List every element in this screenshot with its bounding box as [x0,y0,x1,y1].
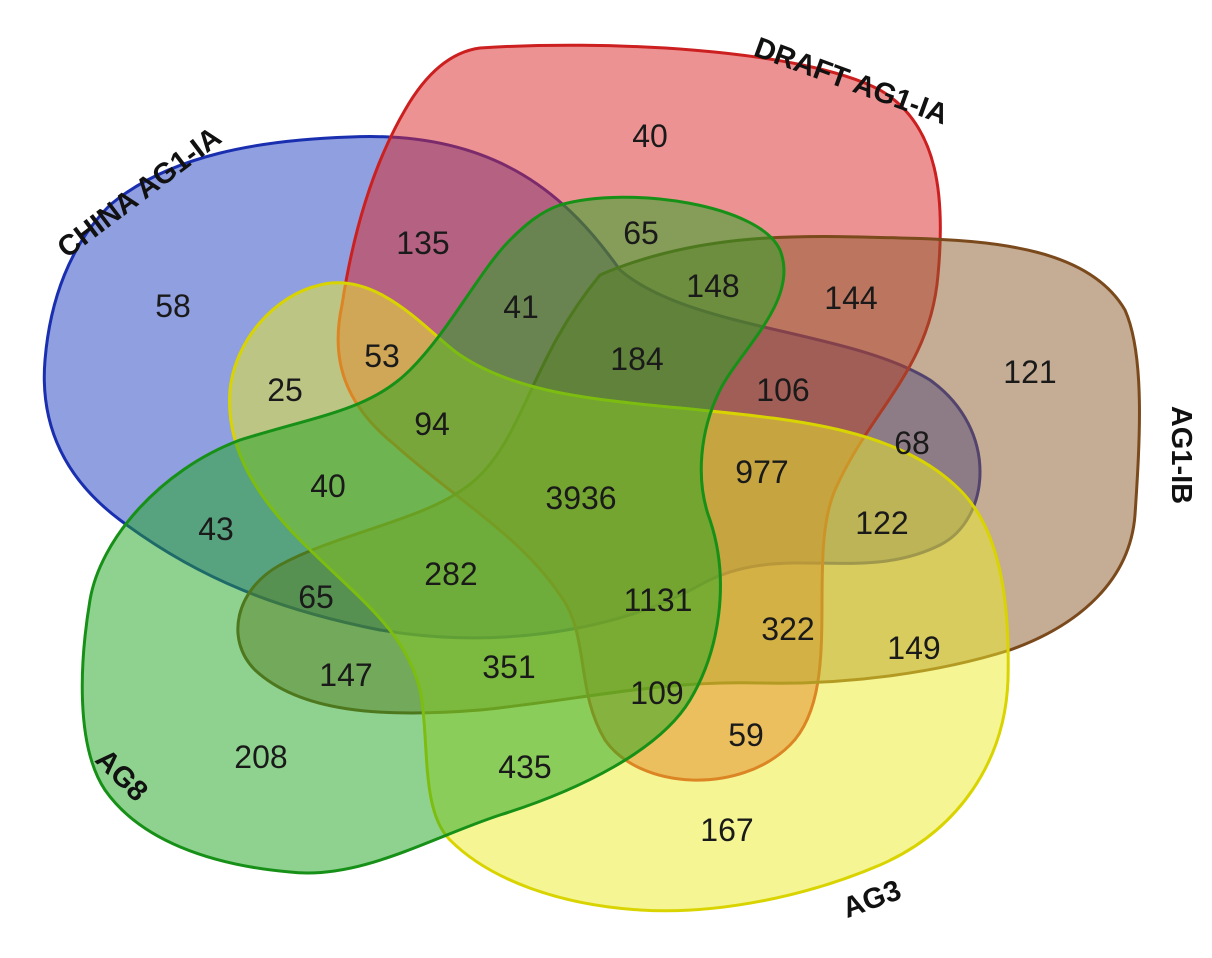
region-count: 435 [498,749,551,785]
region-count: 167 [700,812,753,848]
region-count: 122 [855,505,908,541]
region-count: 25 [267,372,303,408]
set-label-ag1-ib: AG1-IB [1165,406,1197,504]
region-count: 65 [298,579,334,615]
region-count: 282 [424,556,477,592]
region-count: 149 [887,630,940,666]
region-count: 43 [198,511,234,547]
ag8-set [80,195,786,875]
set-shapes [42,43,1141,913]
region-count: 40 [310,468,346,504]
region-count: 58 [155,288,191,324]
region-count: 41 [503,289,539,325]
region-count: 147 [319,657,372,693]
region-count: 208 [234,739,287,775]
region-count: 148 [686,268,739,304]
region-count: 1131 [624,582,693,618]
region-count: 135 [396,225,449,261]
region-count: 59 [728,717,764,753]
region-count: 184 [610,341,663,377]
region-count: 322 [761,611,814,647]
region-count: 68 [894,425,930,461]
region-count: 53 [364,338,400,374]
region-count: 121 [1003,354,1056,390]
set-label-ag3: AG3 [838,874,905,924]
region-count: 94 [414,406,450,442]
region-count: 3936 [545,480,616,516]
region-count: 109 [630,675,683,711]
region-count: 144 [824,280,877,316]
region-count: 65 [623,215,659,251]
region-count: 106 [756,372,809,408]
region-count: 40 [632,118,668,154]
region-count: 351 [482,649,535,685]
region-counts: 58 40 121 167 208 135 65 148 144 41 53 2… [155,118,1056,848]
region-count: 977 [735,454,788,490]
